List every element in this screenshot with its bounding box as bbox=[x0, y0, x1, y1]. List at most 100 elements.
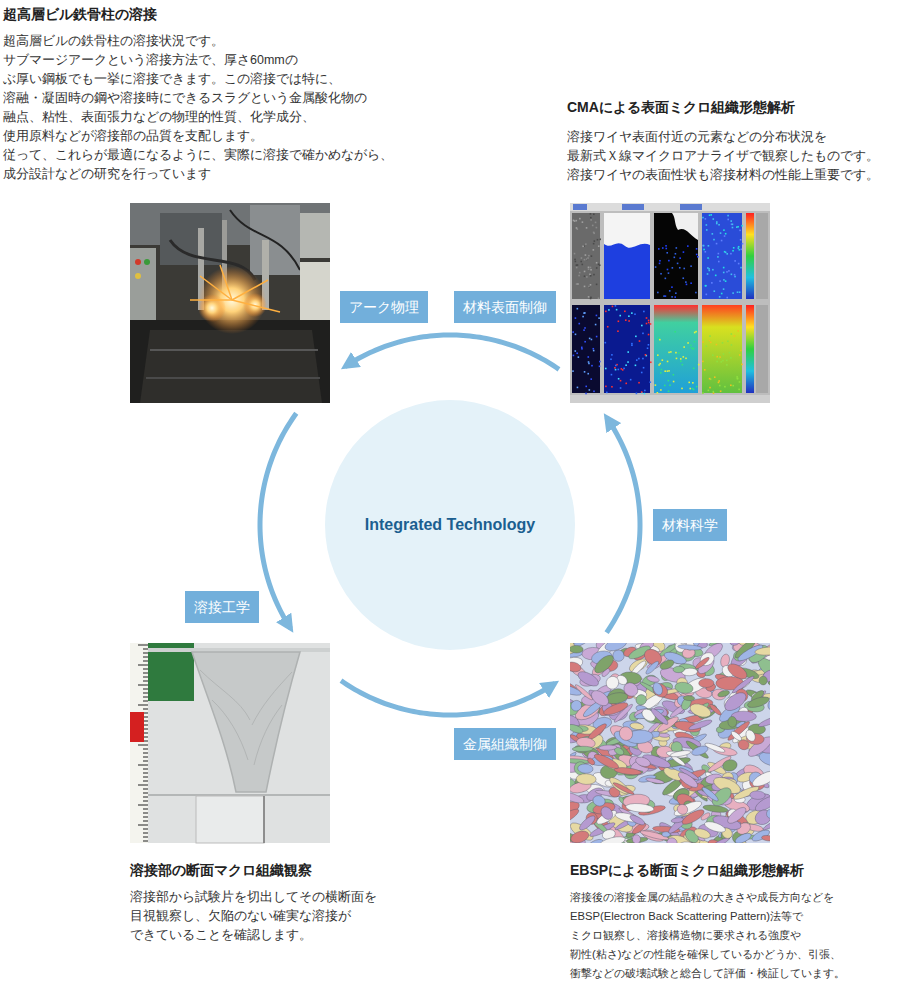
cma-screenshot bbox=[570, 203, 770, 403]
speckle bbox=[723, 267, 725, 269]
text-line: 成分設計などの研究を行っています bbox=[3, 165, 393, 184]
speckle bbox=[583, 312, 585, 314]
grain bbox=[676, 803, 690, 817]
illustration-part bbox=[130, 712, 144, 742]
speckle bbox=[625, 319, 627, 321]
speckle bbox=[682, 277, 684, 279]
speckle bbox=[619, 315, 621, 317]
speckle bbox=[706, 229, 708, 231]
speckle bbox=[737, 291, 739, 293]
speckle bbox=[574, 259, 576, 261]
speckle bbox=[593, 232, 595, 234]
text-line: 溶接後の溶接金属の結晶粒の大きさや成長方向などを bbox=[570, 888, 845, 907]
speckle bbox=[716, 356, 718, 358]
text-line: 使用原料などが溶接部の品質を支配します。 bbox=[3, 127, 393, 146]
speckle bbox=[679, 267, 681, 269]
text-line: 超高層ビルの鉄骨柱の溶接状況です。 bbox=[3, 32, 393, 51]
illustration-part bbox=[604, 305, 650, 393]
speckle bbox=[605, 342, 607, 344]
speckle bbox=[690, 345, 692, 347]
grain bbox=[674, 681, 694, 694]
speckle bbox=[692, 382, 694, 384]
illustration-part bbox=[220, 265, 232, 300]
ruler-tick bbox=[138, 785, 148, 786]
speckle bbox=[584, 312, 586, 314]
grain bbox=[586, 757, 596, 766]
grain bbox=[694, 656, 710, 670]
speckle bbox=[577, 308, 579, 310]
speckle bbox=[687, 245, 689, 247]
speckle bbox=[713, 392, 715, 394]
speckle bbox=[705, 285, 707, 287]
speckle bbox=[585, 393, 587, 395]
speckle bbox=[718, 224, 720, 226]
ruler-tick bbox=[143, 777, 148, 778]
ruler-tick bbox=[143, 829, 148, 830]
speckle bbox=[610, 358, 612, 360]
speckle bbox=[721, 293, 723, 295]
speckle bbox=[641, 325, 643, 327]
speckle bbox=[706, 294, 708, 296]
ruler-tick bbox=[138, 645, 148, 646]
speckle bbox=[719, 296, 721, 298]
speckle bbox=[618, 321, 620, 323]
speckle bbox=[694, 332, 696, 334]
speckle bbox=[741, 364, 743, 366]
speckle bbox=[588, 296, 590, 298]
grain bbox=[645, 777, 664, 785]
ruler-tick bbox=[143, 673, 148, 674]
illustration-part bbox=[190, 265, 280, 312]
speckle bbox=[677, 263, 679, 265]
speckle bbox=[727, 215, 729, 217]
grain bbox=[634, 755, 651, 768]
speckle bbox=[584, 371, 586, 373]
ruler-tick bbox=[143, 669, 148, 670]
illustration-part bbox=[570, 203, 770, 403]
speckle bbox=[730, 253, 732, 255]
speckle bbox=[730, 384, 732, 386]
speckle bbox=[725, 233, 727, 235]
speckle bbox=[588, 266, 590, 268]
speckle bbox=[716, 223, 718, 225]
speckle bbox=[590, 378, 592, 380]
speckle bbox=[693, 368, 695, 370]
grain bbox=[646, 675, 659, 683]
illustration-part bbox=[135, 259, 141, 265]
speckle bbox=[595, 222, 597, 224]
speckle bbox=[649, 381, 651, 383]
speckle bbox=[723, 288, 725, 290]
speckle bbox=[694, 341, 696, 343]
grain bbox=[577, 763, 593, 773]
speckle bbox=[575, 317, 577, 319]
speckle bbox=[668, 272, 670, 274]
speckle bbox=[726, 297, 728, 299]
grain bbox=[659, 733, 670, 738]
speckle bbox=[675, 352, 677, 354]
speckle bbox=[598, 245, 600, 247]
speckle bbox=[713, 391, 715, 393]
text-line: CMAによる表面ミクロ組織形態解析 bbox=[567, 98, 795, 116]
speckle bbox=[668, 390, 670, 392]
grain bbox=[672, 798, 703, 818]
speckle bbox=[674, 257, 676, 259]
speckle bbox=[582, 245, 584, 247]
speckle bbox=[734, 260, 736, 262]
speckle bbox=[655, 384, 657, 386]
grain bbox=[599, 805, 615, 822]
speckle bbox=[648, 320, 650, 322]
edge-label: アーク物理 bbox=[340, 291, 428, 323]
speckle bbox=[659, 263, 661, 265]
speckle bbox=[634, 313, 636, 315]
speckle bbox=[737, 226, 739, 228]
speckle bbox=[726, 360, 728, 362]
speckle bbox=[734, 335, 736, 337]
speckle bbox=[593, 243, 595, 245]
speckle bbox=[726, 253, 728, 255]
speckle bbox=[738, 389, 740, 391]
speckle bbox=[718, 382, 720, 384]
grain bbox=[617, 724, 635, 743]
speckle bbox=[599, 366, 601, 368]
speckle bbox=[642, 358, 644, 360]
speckle bbox=[675, 253, 677, 255]
illustration-part bbox=[746, 213, 754, 299]
